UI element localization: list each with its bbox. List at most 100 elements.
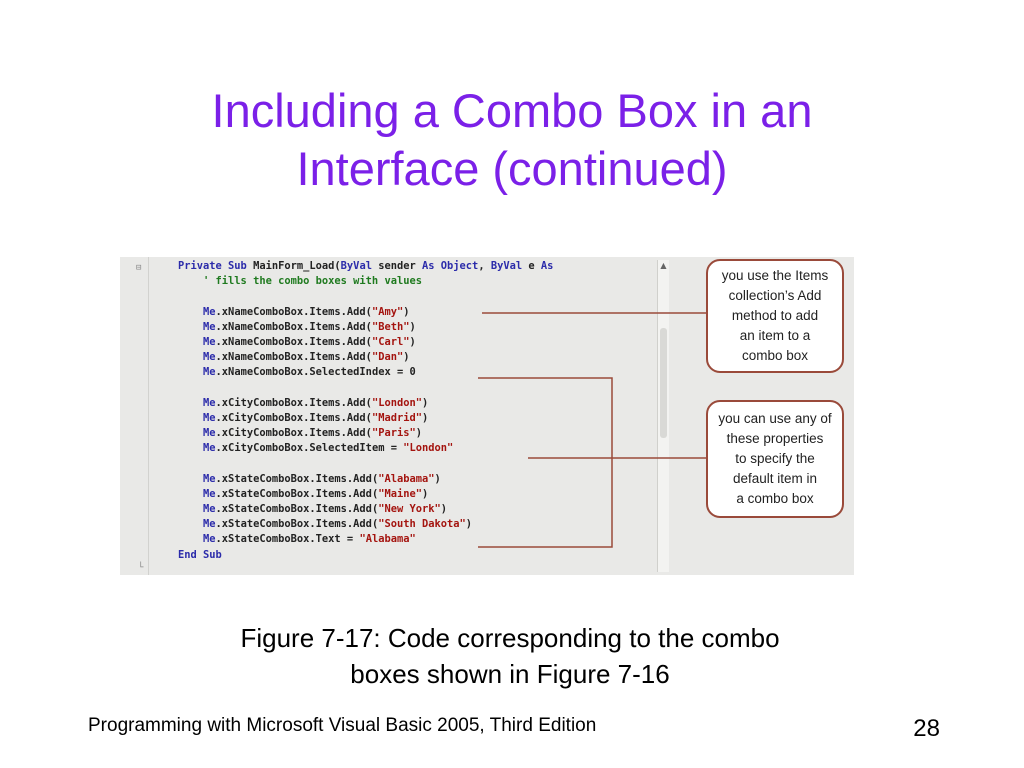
page-number: 28 [913, 715, 940, 742]
editor-scrollbar[interactable]: ▲ [657, 260, 669, 572]
code-token: .xStateComboBox.Items.Add( [215, 472, 379, 485]
code-token: "South Dakota" [378, 518, 466, 531]
code-token: ) [409, 320, 416, 333]
code-figure: ⊟ └ Private Sub MainForm_Load( ByVal send… [120, 257, 854, 575]
code-token: ) [465, 518, 473, 531]
code-line: Me.xNameComboBox.Items.Add("Amy") [178, 305, 553, 320]
code-token: Me [178, 442, 216, 455]
callout-2-line: a combo box [736, 491, 814, 506]
collapse-icon[interactable]: ⊟ [136, 263, 142, 273]
callout-default-item: you can use any of these properties to s… [706, 400, 844, 518]
code-token: Me [178, 503, 216, 515]
code-token: .xStateComboBox.Text = [215, 533, 360, 546]
code-line: Me.xStateComboBox.Items.Add("Alabama") [178, 472, 553, 487]
code-token: Private Sub [178, 260, 254, 272]
code-token: "Alabama" [378, 472, 435, 485]
code-token: "Paris" [371, 427, 416, 440]
code-token: .xStateComboBox.Items.Add( [215, 487, 379, 500]
code-token: .xCityComboBox.Items.Add( [215, 411, 372, 424]
code-token: ' fills the combo boxes with values [178, 275, 422, 288]
code-token: .xCityComboBox.Items.Add( [215, 427, 372, 440]
callout-1-line: you use the Items [721, 268, 829, 283]
code-line: End Sub [178, 548, 553, 563]
code-token: ) [409, 335, 416, 348]
code-token: MainForm_Load( [253, 260, 341, 272]
code-token: "Carl" [371, 335, 410, 348]
code-token: "Maine" [378, 487, 422, 500]
code-token: .xStateComboBox.Items.Add( [215, 503, 379, 515]
code-line: Me.xNameComboBox.Items.Add("Carl") [178, 335, 553, 350]
editor-gutter: ⊟ └ [120, 257, 149, 575]
code-token: Me [178, 305, 216, 318]
code-token: Me [178, 472, 216, 485]
code-token: As Object [422, 260, 479, 272]
callout-1-line: an item to a [739, 328, 811, 343]
code-token: ) [440, 503, 448, 515]
code-line: Me.xCityComboBox.Items.Add("Paris") [178, 426, 553, 441]
code-line: Private Sub MainForm_Load( ByVal sender A… [178, 259, 553, 274]
code-token: Me [178, 487, 216, 500]
code-line: Me.xNameComboBox.SelectedIndex = 0 [178, 365, 553, 380]
callout-1-line: method to add [731, 308, 819, 323]
code-token: ) [434, 472, 441, 485]
callout-2-line: you can use any of [718, 411, 832, 426]
code-line: Me.xStateComboBox.Text = "Alabama" [178, 532, 553, 547]
code-token: .xNameComboBox.Items.Add( [215, 351, 372, 364]
code-line: Me.xNameComboBox.Items.Add("Beth") [178, 320, 553, 335]
code-line: Me.xCityComboBox.SelectedItem = "London" [178, 441, 553, 456]
code-token: .xStateComboBox.Items.Add( [215, 518, 379, 531]
footer-book-title: Programming with Microsoft Visual Basic … [88, 715, 597, 736]
caption-line-2: boxes shown in Figure 7-16 [350, 659, 670, 689]
code-token: .xCityComboBox.SelectedItem = [215, 442, 404, 455]
callout-1-line: combo box [741, 348, 809, 363]
code-token: Me [178, 411, 216, 424]
code-line: Me.xNameComboBox.Items.Add("Dan") [178, 350, 553, 365]
code-token: As [540, 260, 554, 272]
code-token: Me [178, 351, 216, 364]
code-token: "Alabama" [359, 533, 416, 546]
code-token: "Amy" [371, 305, 404, 318]
code-line: Me.xCityComboBox.Items.Add("Madrid") [178, 411, 553, 426]
connector-bracket [478, 377, 613, 548]
code-token: Me [178, 335, 216, 348]
code-token: , [478, 260, 491, 272]
code-token: ) [422, 487, 429, 500]
scrollbar-thumb[interactable] [660, 328, 667, 438]
code-token: "Madrid" [371, 411, 422, 424]
title-line-2: Interface (continued) [296, 142, 728, 195]
code-line: ' fills the combo boxes with values [178, 274, 553, 289]
code-line: Me.xStateComboBox.Items.Add("Maine") [178, 487, 553, 502]
code-token: Me [178, 366, 216, 379]
code-token: Me [178, 320, 216, 333]
caption-line-1: Figure 7-17: Code corresponding to the c… [240, 623, 780, 653]
code-token: ) [403, 305, 410, 318]
figure-caption: Figure 7-17: Code corresponding to the c… [150, 620, 870, 692]
code-token: Me [178, 427, 216, 440]
code-token: .xNameComboBox.Items.Add( [215, 335, 372, 348]
code-token: End Sub [178, 548, 222, 561]
code-token: .xNameComboBox.Items.Add( [215, 305, 372, 318]
code-token: ) [415, 427, 423, 440]
code-token: ByVal [490, 260, 523, 272]
code-token: "London" [371, 396, 422, 409]
callout-add-method: you use the Items collection’s Add metho… [706, 259, 844, 373]
code-token: ) [422, 411, 429, 424]
title-line-1: Including a Combo Box in an [211, 84, 813, 137]
code-token: .xNameComboBox.Items.Add( [215, 320, 372, 333]
code-token: .xNameComboBox.SelectedIndex = 0 [215, 366, 416, 379]
fold-end-icon: └ [138, 563, 144, 573]
code-token: Me [178, 396, 216, 409]
callout-2-line: to specify the [735, 451, 815, 466]
code-token: sender [371, 260, 422, 272]
callout-connectors [478, 312, 706, 548]
slide-title: Including a Combo Box in an Interface (c… [120, 82, 904, 198]
scroll-up-icon[interactable]: ▲ [660, 261, 667, 270]
code-token: Me [178, 533, 216, 546]
callout-2-line: these properties [726, 431, 824, 446]
code-token: "London" [403, 442, 454, 455]
code-token: "Beth" [371, 320, 410, 333]
code-line: Me.xStateComboBox.Items.Add("South Dakot… [178, 517, 553, 532]
code-token: Me [178, 518, 216, 531]
callout-2-line: default item in [732, 471, 818, 486]
callout-1-line: collection’s Add [728, 288, 822, 303]
